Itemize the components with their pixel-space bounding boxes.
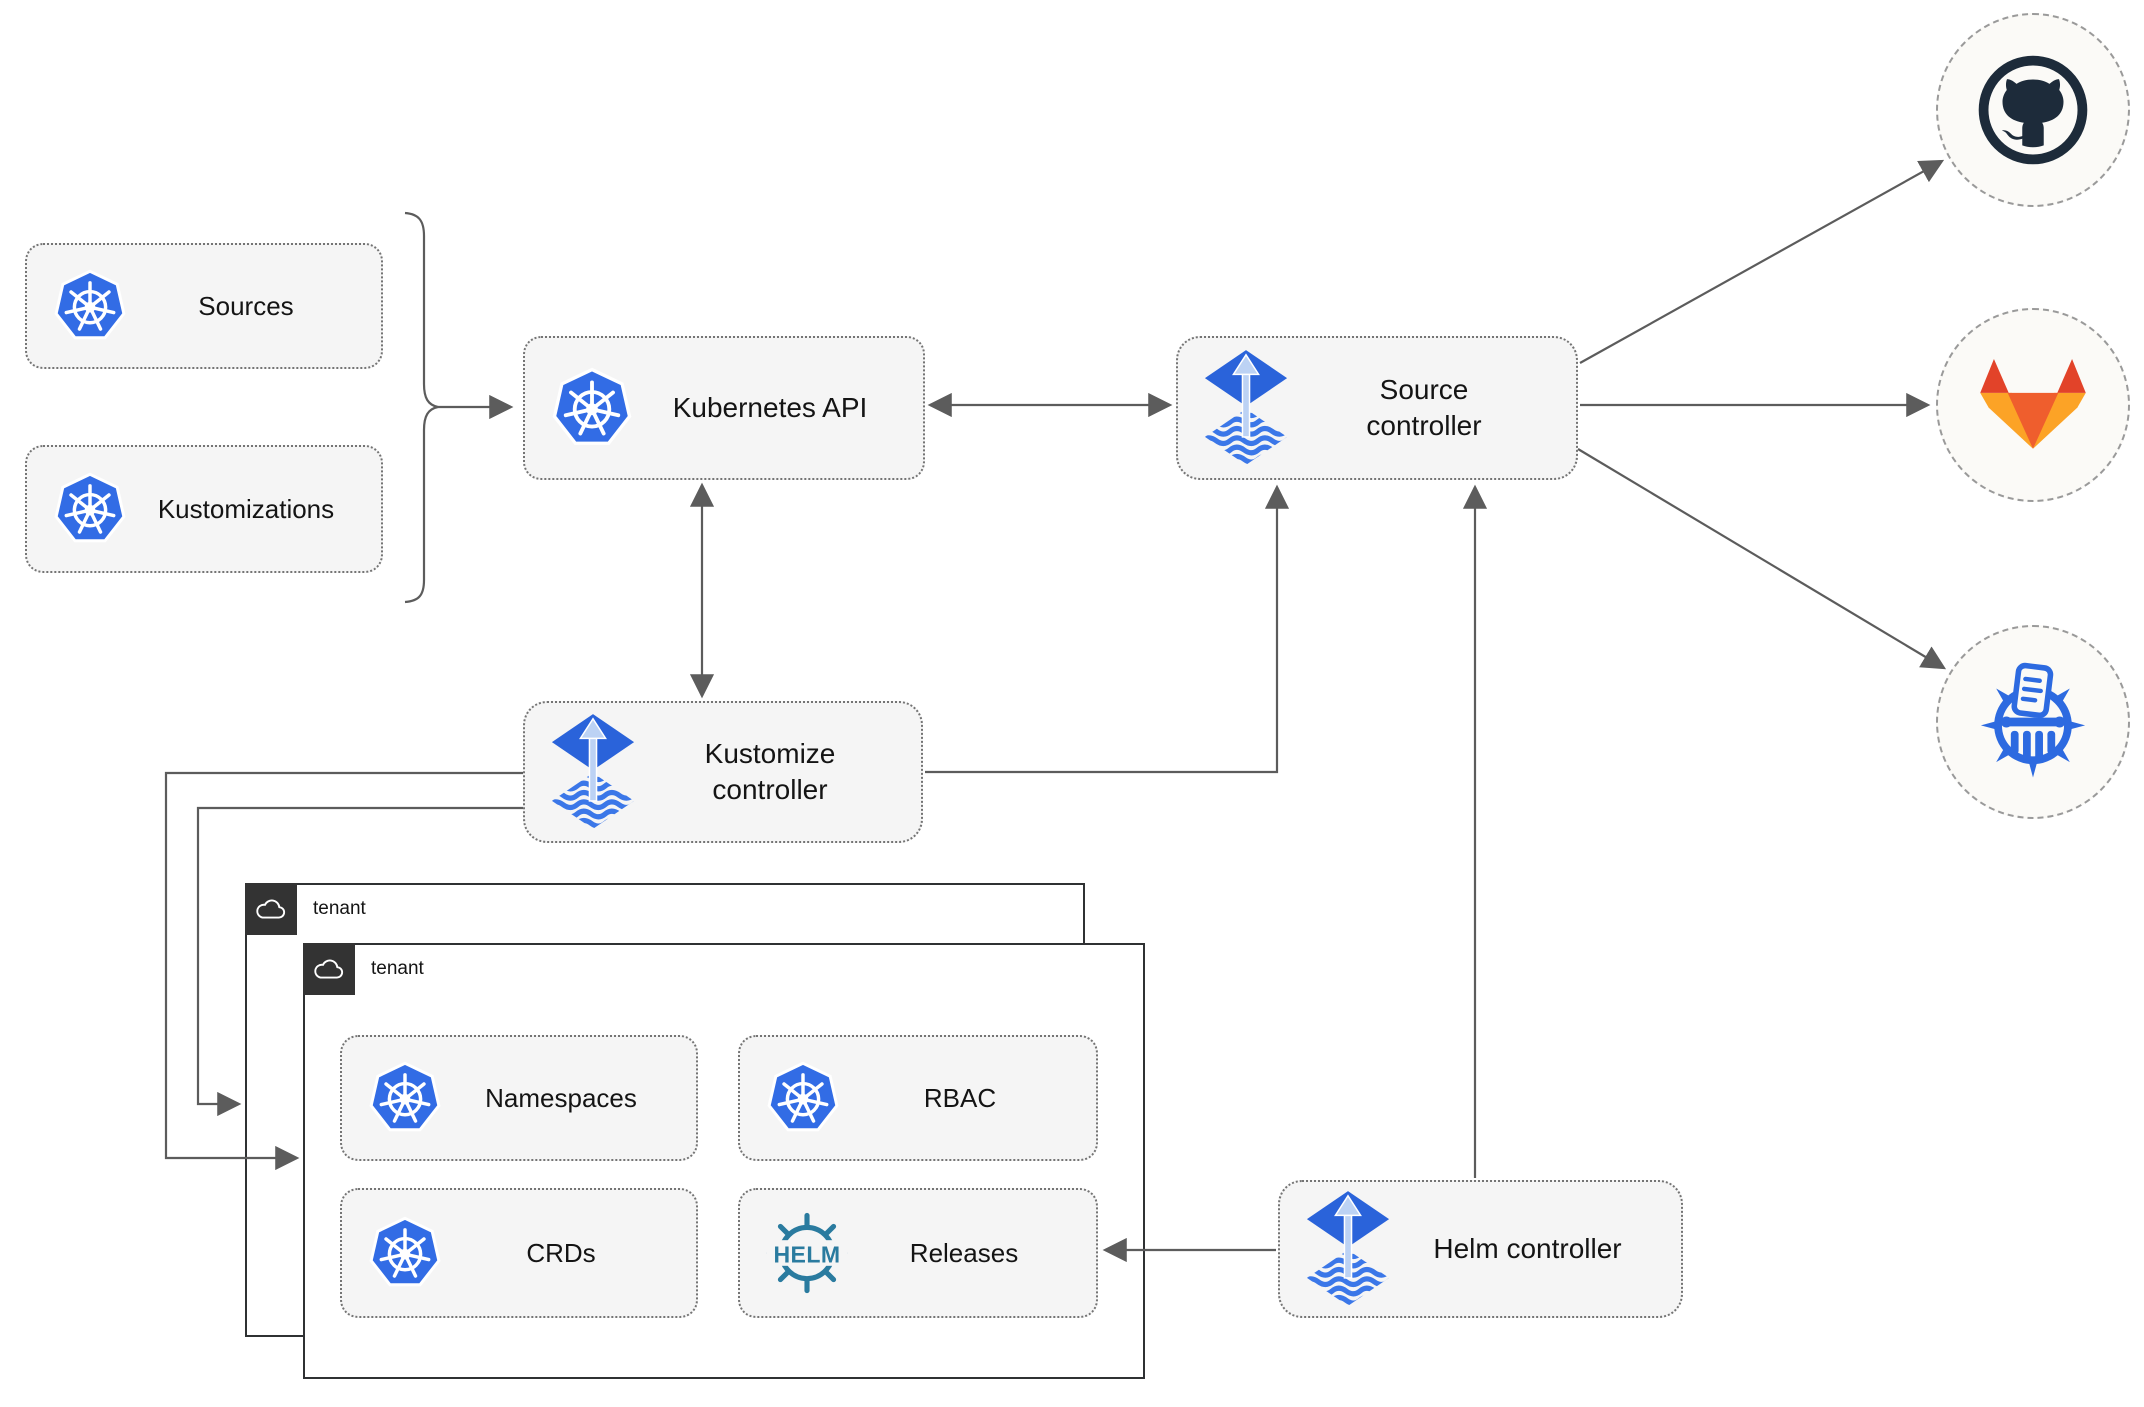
node-releases: Releases xyxy=(738,1188,1098,1318)
node-source-controller: Source controller xyxy=(1176,336,1578,480)
kubernetes-icon xyxy=(766,1061,840,1135)
node-label: Namespaces xyxy=(485,1082,637,1113)
kubernetes-icon xyxy=(53,269,127,343)
node-sources: Sources xyxy=(25,243,383,369)
node-label: Kubernetes API xyxy=(672,392,868,423)
flux-icon xyxy=(551,713,635,831)
node-helm-controller: Helm controller xyxy=(1278,1180,1683,1318)
node-rbac: RBAC xyxy=(738,1035,1098,1161)
external-github xyxy=(1936,13,2130,207)
flux-icon xyxy=(1306,1190,1390,1308)
flux-icon xyxy=(1204,349,1288,467)
edge-kustomize-to-source-controller xyxy=(925,484,1290,774)
external-chart-repository xyxy=(1936,625,2130,819)
node-label: Source controller xyxy=(1366,373,1482,441)
node-kustomize-controller: Kustomize controller xyxy=(523,701,923,843)
node-kustomizations: Kustomizations xyxy=(25,445,383,573)
kubernetes-icon xyxy=(368,1061,442,1135)
node-kubernetes-api: Kubernetes API xyxy=(523,336,925,480)
node-label: CRDs xyxy=(526,1237,596,1268)
cloud-icon xyxy=(312,958,346,981)
bracket-sources-group xyxy=(404,211,439,604)
node-namespaces: Namespaces xyxy=(340,1035,698,1161)
gitlab-icon xyxy=(1980,358,2086,453)
node-label: Releases xyxy=(909,1237,1019,1268)
kubernetes-icon xyxy=(368,1216,442,1290)
tenant-badge xyxy=(245,883,297,935)
chart-repository-icon xyxy=(1972,661,2094,783)
node-label: Kustomize controller xyxy=(704,737,836,805)
tenant-label: tenant xyxy=(313,898,366,919)
external-gitlab xyxy=(1936,308,2130,502)
cloud-icon xyxy=(254,898,288,921)
tenant-badge xyxy=(303,943,355,995)
tenant-label: tenant xyxy=(371,958,424,979)
helm-icon xyxy=(766,1212,848,1294)
edge-source-controller-to-chart-repository xyxy=(1577,448,1947,670)
node-label: Helm controller xyxy=(1433,1232,1622,1264)
kubernetes-icon xyxy=(551,367,633,449)
kubernetes-icon xyxy=(53,472,127,546)
node-label: RBAC xyxy=(923,1082,997,1113)
github-icon xyxy=(1972,49,2094,171)
edge-source-controller-to-github xyxy=(1579,159,1945,364)
node-label: Kustomizations xyxy=(157,493,335,524)
node-crds: CRDs xyxy=(340,1188,698,1318)
node-label: Sources xyxy=(198,290,294,321)
